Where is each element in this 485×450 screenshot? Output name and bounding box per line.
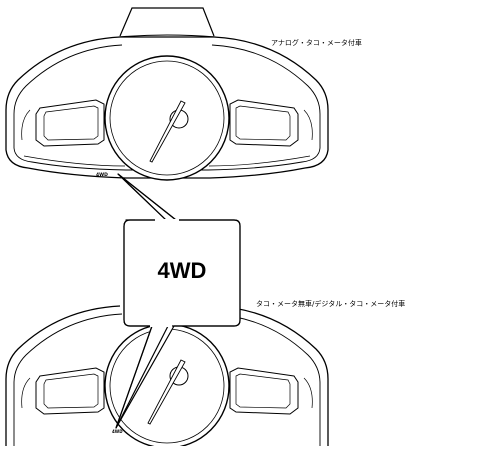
right-display-window <box>229 99 299 147</box>
cluster-analog <box>5 7 329 181</box>
indicator-4wd-top: 4WD <box>96 172 108 178</box>
visor-top <box>119 7 215 37</box>
indicator-4wd-bottom: 4WD <box>112 429 123 434</box>
center-gauge-rim <box>104 55 230 181</box>
caption-analog-tacho: アナログ・タコ・メータ付車 <box>271 39 362 47</box>
callout-label-4wd: 4WD <box>157 258 207 283</box>
callout-balloon <box>115 173 241 429</box>
left-display-window <box>35 99 105 147</box>
cluster-digital <box>5 305 329 449</box>
housing-outer-bottom <box>5 305 329 446</box>
caption-no-tacho-digital: タコ・メータ無車/デジタル・タコ・メータ付車 <box>256 300 406 308</box>
gauge-needle <box>149 100 186 163</box>
housing-outer <box>5 36 329 179</box>
